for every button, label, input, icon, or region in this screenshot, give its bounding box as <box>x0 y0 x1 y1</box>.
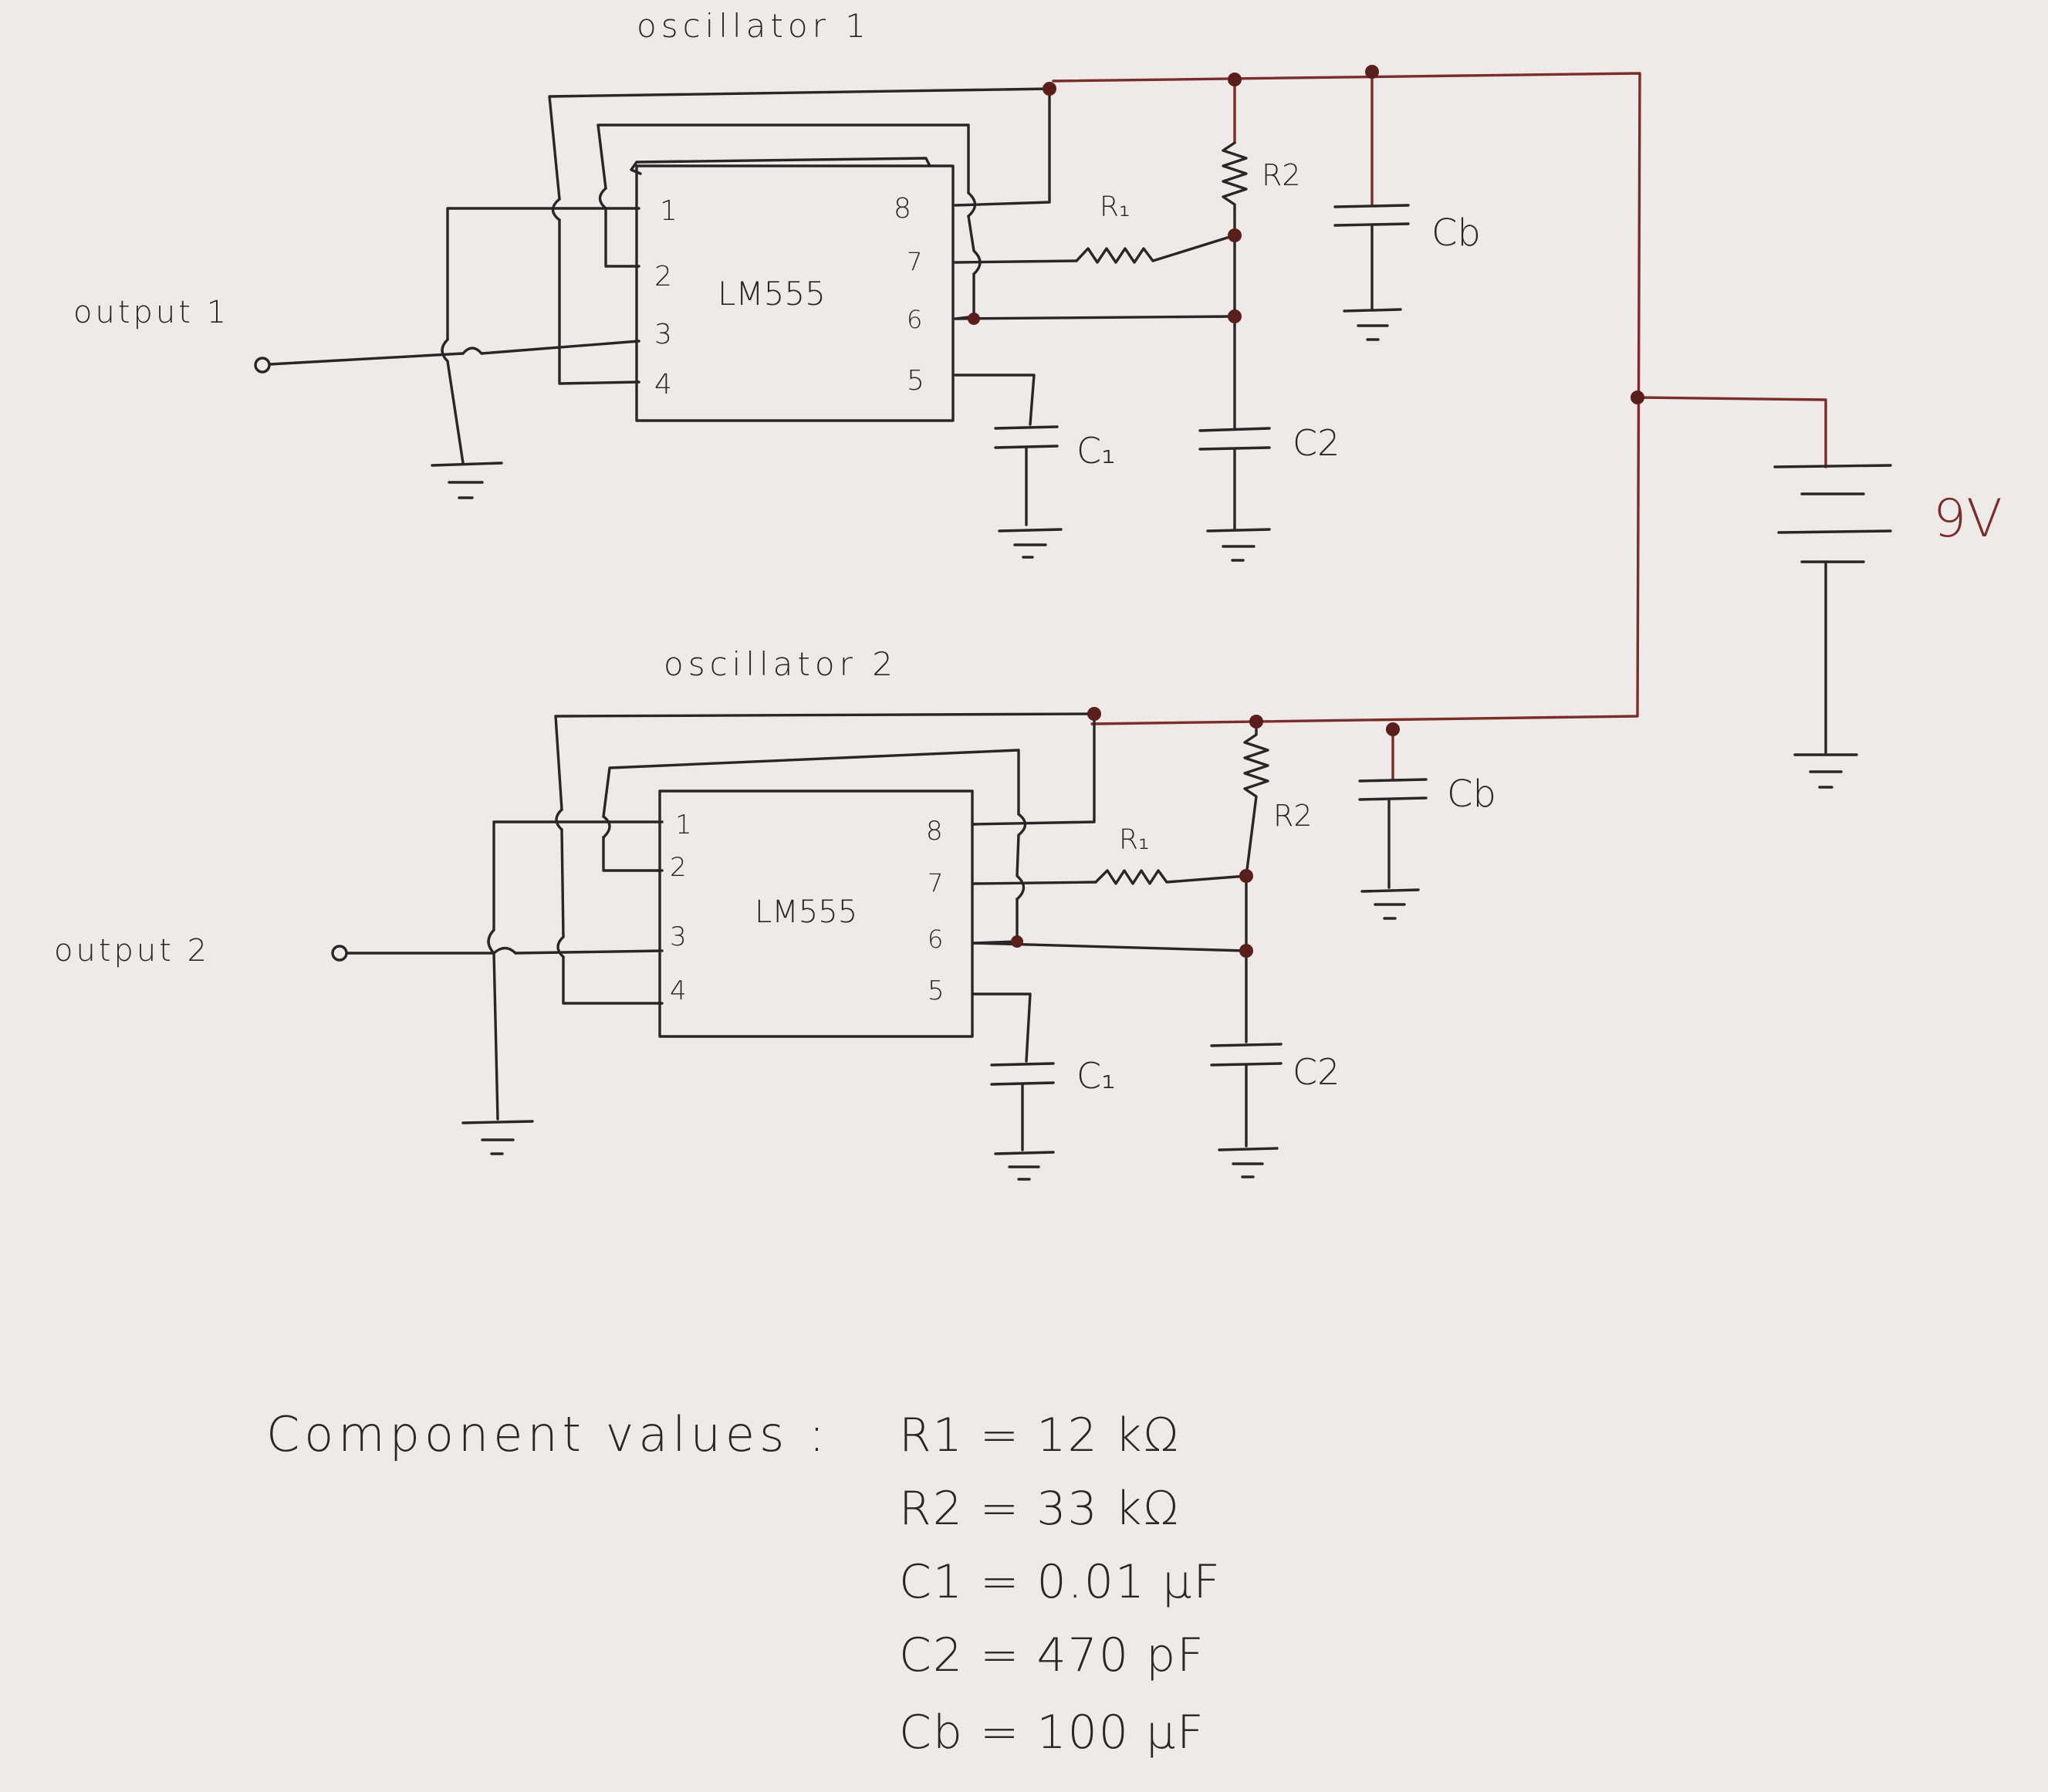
value-cb: Cb = 100 µF <box>899 1706 1205 1760</box>
r1-2-label: R₁ <box>1119 824 1149 856</box>
capacitor-c1-2 <box>990 1062 1055 1181</box>
r1-1-label: R₁ <box>1100 191 1130 223</box>
output-1-label: output 1 <box>73 295 229 330</box>
oscillator-2: oscillator 2 LM555 1 2 3 4 8 7 6 5 <box>54 645 1496 1181</box>
r2-2-label: R2 <box>1273 799 1313 833</box>
oscillator-2-title: oscillator 2 <box>664 645 897 683</box>
chip-1-pin-6: 6 <box>907 305 922 334</box>
battery-label: 9V <box>1933 489 2002 549</box>
lm555-chip-1 <box>635 164 955 422</box>
cb-2-label: Cb <box>1447 773 1496 816</box>
capacitor-c2-2 <box>1210 1043 1283 1178</box>
c1-2-label: C₁ <box>1076 1055 1116 1097</box>
chip-2-pin-2: 2 <box>670 852 687 883</box>
resistor-r2-2 <box>1243 720 1269 1043</box>
value-r1: R1 = 12 kΩ <box>899 1408 1180 1462</box>
chip-1-pin-5: 5 <box>907 365 924 397</box>
c2-2-label: C2 <box>1293 1051 1340 1093</box>
oscillator-1: oscillator 1 LM555 1 2 3 4 8 7 6 5 <box>73 7 1644 562</box>
chip-2-pin-6: 6 <box>928 925 943 954</box>
chip-2-pin-8: 8 <box>926 816 943 847</box>
c2-1-label: C2 <box>1293 422 1340 464</box>
chip-2-pin-1: 1 <box>675 810 692 840</box>
battery-9v: 9V <box>1773 464 2002 789</box>
resistor-r1-2 <box>1094 869 1248 885</box>
lm555-chip-2 <box>658 789 974 1038</box>
output-2-label: output 2 <box>54 933 210 969</box>
resistor-r1-1 <box>1075 234 1236 264</box>
chip-1-pin-2: 2 <box>654 261 672 292</box>
supply-rail <box>1052 69 1827 781</box>
value-c2: C2 = 470 pF <box>899 1628 1205 1682</box>
capacitor-c2-1 <box>1198 427 1271 562</box>
cb-1-label: Cb <box>1431 211 1481 255</box>
chip-1-pin-4: 4 <box>654 369 672 401</box>
chip-1-pin-7: 7 <box>907 247 922 276</box>
chip-2-pin-7: 7 <box>928 868 943 898</box>
value-c1: C1 = 0.01 µF <box>899 1555 1222 1609</box>
chip-1-pin-1: 1 <box>660 195 678 227</box>
component-values: Component values : R1 = 12 kΩ R2 = 33 kΩ… <box>266 1406 1222 1760</box>
chip-2-pin-4: 4 <box>670 975 687 1006</box>
c1-1-label: C₁ <box>1076 430 1116 472</box>
chip-1-pin-8: 8 <box>894 193 911 225</box>
capacitor-cb-1 <box>1333 204 1410 341</box>
component-values-heading: Component values : <box>266 1406 830 1462</box>
oscillator-1-title: oscillator 1 <box>637 7 870 45</box>
chip-2-pin-5: 5 <box>928 975 945 1006</box>
resistor-r2-1 <box>1222 141 1248 430</box>
chip-2-pin-3: 3 <box>670 921 687 952</box>
value-r2: R2 = 33 kΩ <box>899 1482 1180 1536</box>
capacitor-cb-2 <box>1358 778 1428 920</box>
r2-1-label: R2 <box>1262 158 1301 192</box>
chip-2-label: LM555 <box>755 894 857 930</box>
chip-1-label: LM555 <box>718 275 826 313</box>
chip-1-pin-3: 3 <box>654 319 672 350</box>
capacitor-c1-1 <box>994 425 1063 559</box>
